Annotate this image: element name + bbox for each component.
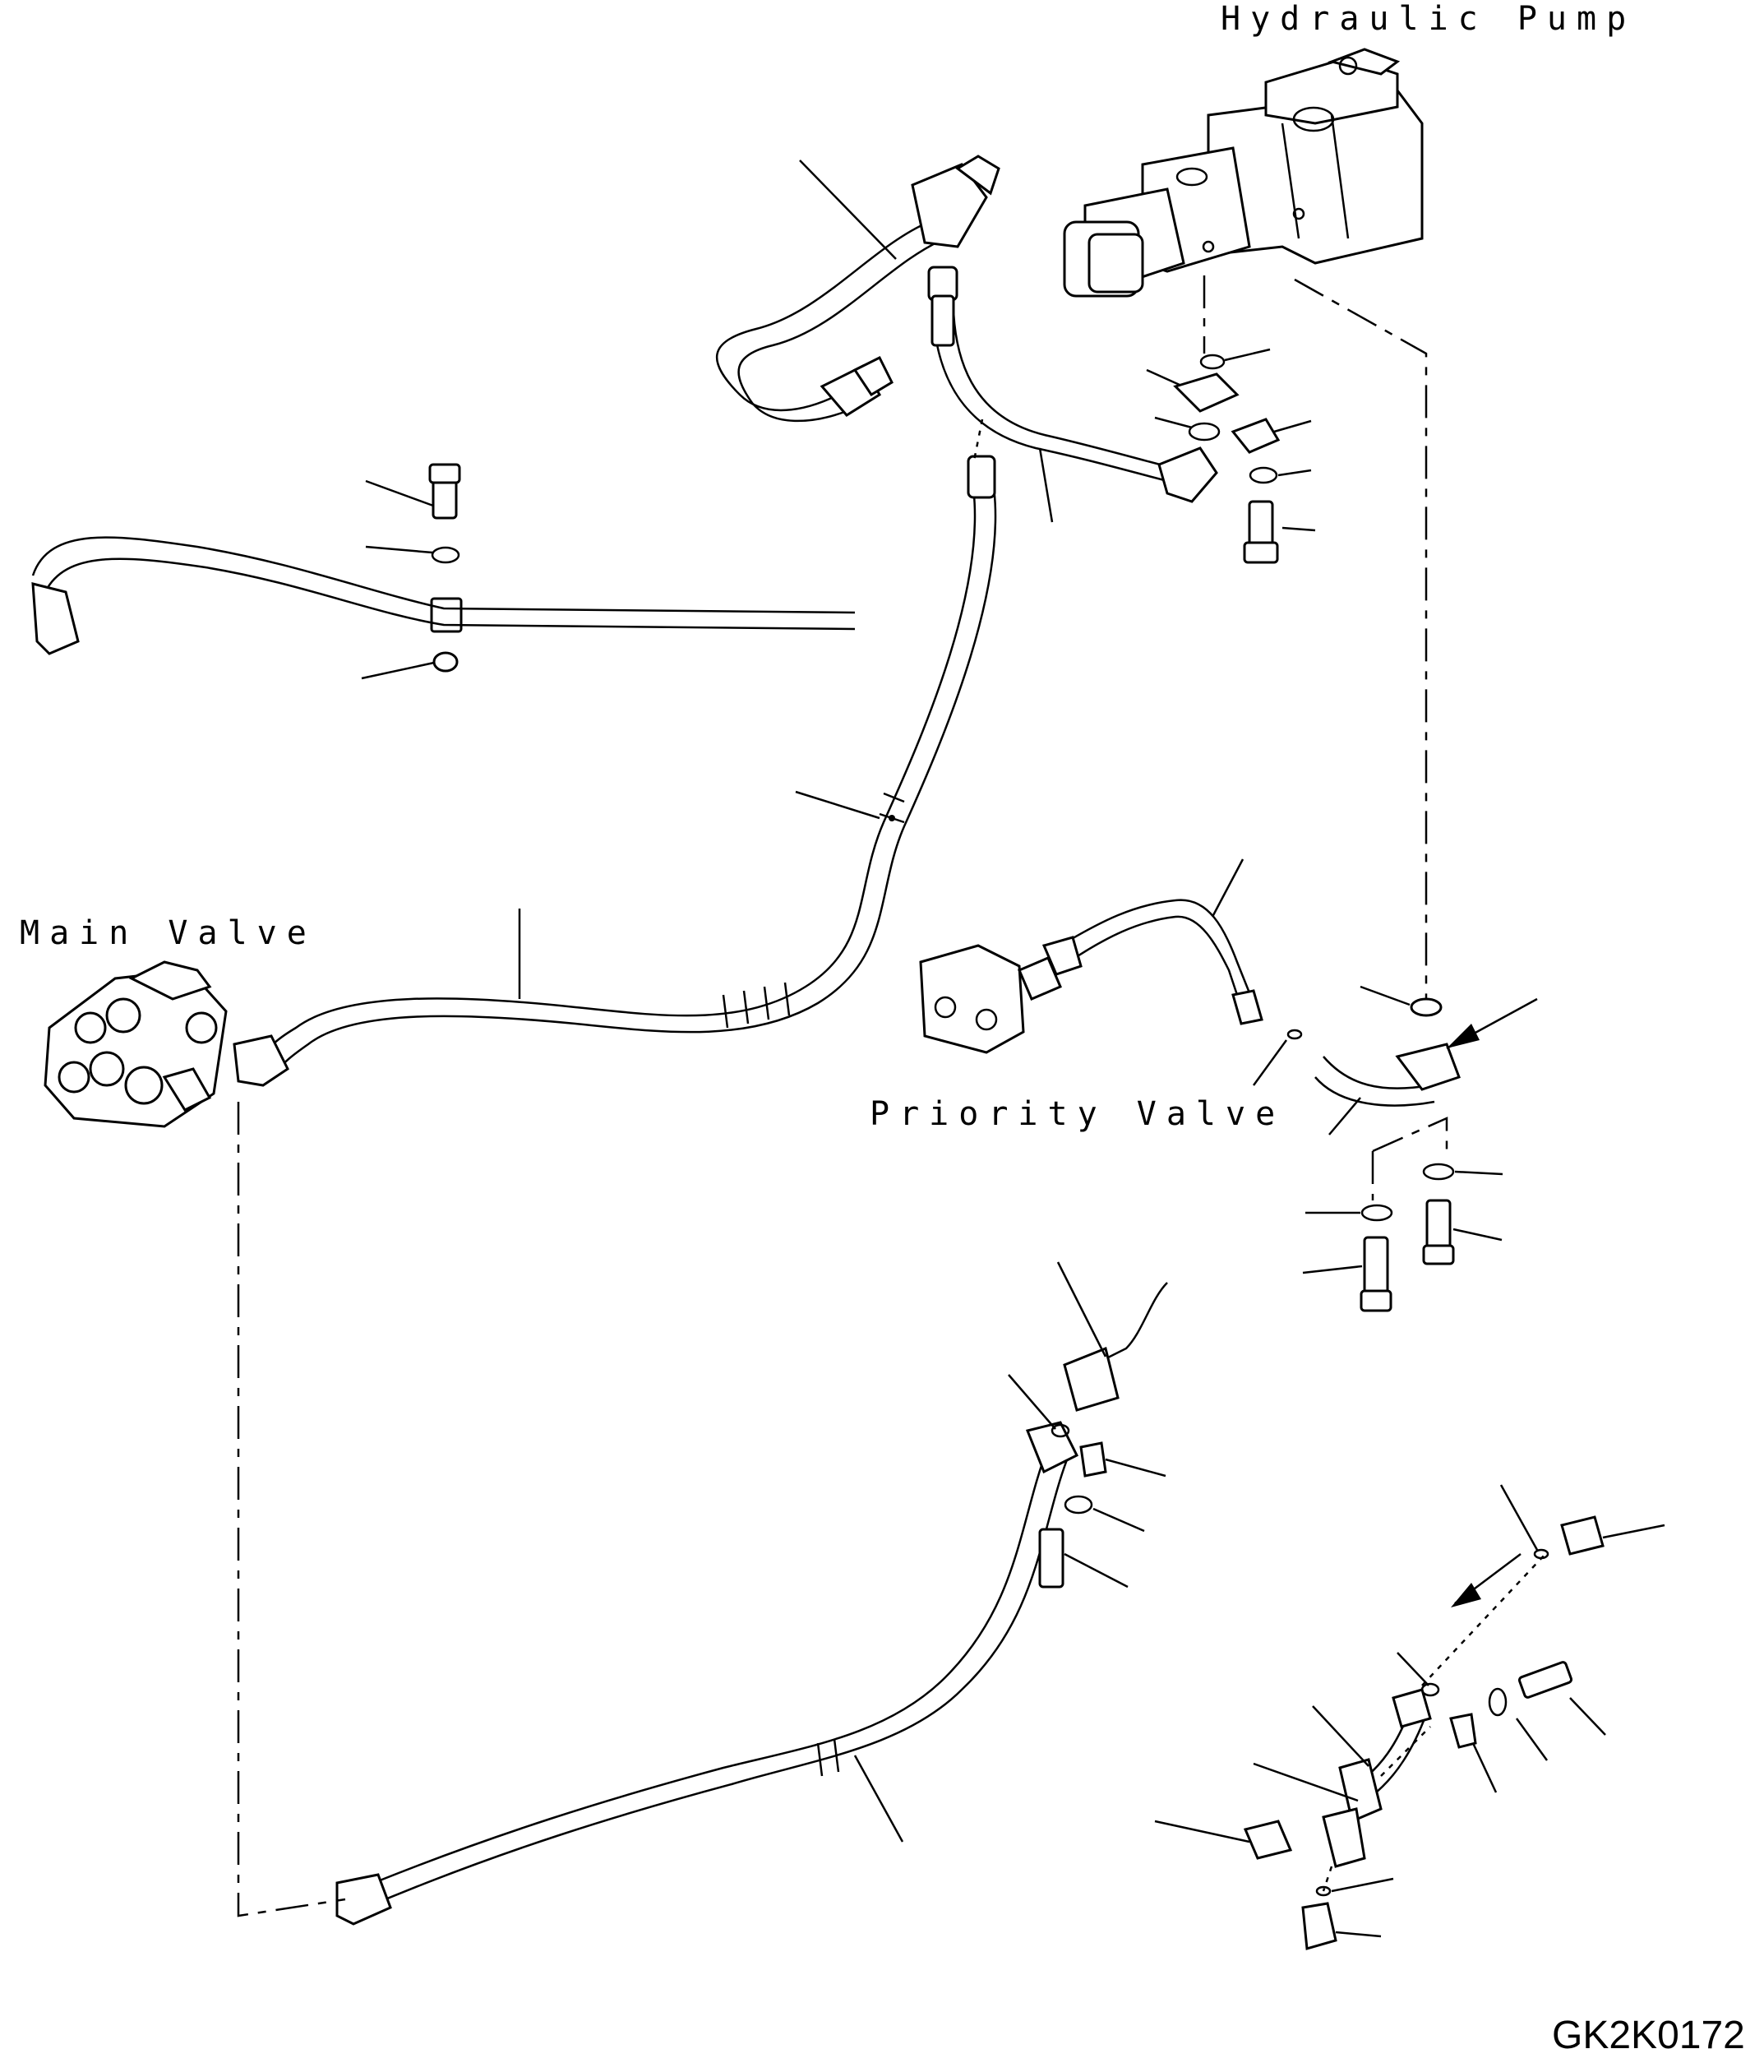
pump-flange-parts [1173,354,1281,564]
hydraulic-pump-label: Hydraulic Pump [1221,0,1637,38]
hydraulic-pump-drawing [1063,48,1424,298]
priority-valve-label: Priority Valve [870,1095,1286,1133]
priority-valve-drawing [919,899,1303,1054]
lower-flange-parts [1038,1423,1107,1589]
drawing-code: GK2K0172 [1552,2014,1745,2057]
main-valve-drawing [44,960,228,1128]
drain-assembly [1243,1515,1605,1950]
direction-arrows [1446,997,1538,1607]
main-valve-label: Main Valve [20,914,316,952]
main-pressure-hose [233,455,997,1087]
pump-delivery-hose [927,266,1218,503]
upper-left-clamp-assembly [31,463,856,673]
priority-inlet-pipe [1314,997,1461,1312]
lower-return-hose [335,1282,1168,1926]
leader-lines [361,160,1665,1938]
suction-hose-outline [716,155,1000,423]
centerlines [237,275,1546,1917]
